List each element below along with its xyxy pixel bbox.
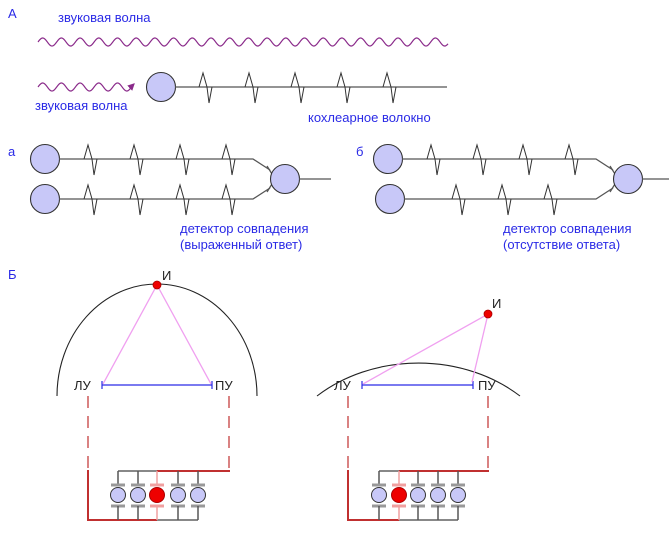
- left-ear-wire: [347, 470, 399, 521]
- panel-b-label: б: [356, 144, 363, 159]
- coincidence-detector: [269, 163, 301, 195]
- action-potential-spike: [564, 143, 579, 176]
- action-potential-spike: [497, 183, 512, 216]
- source-label: И: [162, 268, 171, 283]
- detector-label-b-2: (отсутствие ответа): [503, 237, 620, 252]
- spikes-bottom: [83, 183, 236, 216]
- coincidence-detector: [190, 487, 206, 503]
- scenario-right: И ЛУ ПУ: [316, 296, 521, 521]
- left-ear-wire: [87, 470, 157, 521]
- sound-wave-short: [37, 82, 135, 92]
- right-ear-wire: [399, 470, 489, 472]
- panel-b: б детектор совпадения (отсутствие ответа…: [356, 143, 669, 252]
- spikes-top: [426, 143, 579, 176]
- sound-paths: [362, 312, 489, 385]
- source-label: И: [492, 296, 501, 311]
- detector-label-a-2: (выраженный ответ): [180, 237, 302, 252]
- action-potential-spike: [221, 143, 236, 176]
- synapse-top: [609, 165, 616, 175]
- right-ear-wire: [157, 470, 230, 472]
- synapse-bottom: [609, 183, 616, 193]
- action-potential-spike: [83, 143, 98, 176]
- action-potential-spike: [543, 183, 558, 216]
- spikes-top: [83, 143, 236, 176]
- action-potential-spike: [244, 71, 259, 104]
- hair-cell-neuron: [145, 71, 177, 103]
- sound-wave-bottom-label: звуковая волна: [35, 98, 128, 113]
- input-neuron-top: [372, 143, 404, 175]
- input-neuron-top: [29, 143, 61, 175]
- action-potential-spike: [451, 183, 466, 216]
- sound-source-marker: [483, 309, 493, 319]
- action-potential-spike: [129, 143, 144, 176]
- sound-wave-long: [37, 37, 449, 47]
- action-potential-spike: [129, 183, 144, 216]
- synapse-top: [266, 165, 273, 175]
- sound-wave-top-label: звуковая волна: [58, 10, 151, 25]
- panel-A: А звуковая волна звуковая волна кохлеарн…: [8, 6, 449, 125]
- coincidence-detector: [410, 487, 426, 503]
- detector-array: [87, 470, 230, 521]
- action-potential-spike: [175, 183, 190, 216]
- axon-bottom: [59, 187, 271, 200]
- detector-label-b-1: детектор совпадения: [503, 221, 631, 236]
- head-arc: [316, 362, 521, 397]
- sound-paths: [102, 283, 212, 385]
- coincidence-detector: [170, 487, 186, 503]
- panel-a-label: а: [8, 144, 16, 159]
- coincidence-detector: [110, 487, 126, 503]
- action-potential-spike: [382, 71, 397, 104]
- detector-label-a-1: детектор совпадения: [180, 221, 308, 236]
- right-ear-label: ПУ: [478, 378, 496, 393]
- action-potential-spike: [518, 143, 533, 176]
- action-potential-spike: [472, 143, 487, 176]
- axon-top: [402, 158, 614, 171]
- input-neuron-bottom: [374, 183, 406, 215]
- active-coincidence-detector: [391, 487, 407, 503]
- coincidence-detector: [430, 487, 446, 503]
- detector-array: [347, 470, 489, 521]
- right-ear-label: ПУ: [215, 378, 233, 393]
- action-potential-spike: [290, 71, 305, 104]
- cochlear-spikes: [198, 71, 397, 104]
- synapse-bottom: [266, 183, 273, 193]
- spikes-bottom: [451, 183, 558, 216]
- action-potential-spike: [83, 183, 98, 216]
- action-potential-spike: [336, 71, 351, 104]
- panel-a: а детектор совпадения (выраженный ответ): [8, 143, 331, 252]
- panel-B-label: Б: [8, 267, 17, 282]
- scenario-left: И ЛУ ПУ: [56, 268, 258, 521]
- left-ear-label: ЛУ: [334, 378, 352, 393]
- sound-source-marker: [152, 280, 162, 290]
- axon-top: [59, 158, 271, 171]
- input-neuron-bottom: [29, 183, 61, 215]
- axon-bottom: [404, 187, 614, 200]
- active-coincidence-detector: [149, 487, 165, 503]
- coincidence-detector: [612, 163, 644, 195]
- action-potential-spike: [426, 143, 441, 176]
- left-ear-label: ЛУ: [74, 378, 92, 393]
- coincidence-detector: [130, 487, 146, 503]
- action-potential-spike: [198, 71, 213, 104]
- action-potential-spike: [175, 143, 190, 176]
- cochlear-fiber-label: кохлеарное волокно: [308, 110, 431, 125]
- panel-A-label: А: [8, 6, 17, 21]
- coincidence-detector: [371, 487, 387, 503]
- action-potential-spike: [221, 183, 236, 216]
- coincidence-detector: [450, 487, 466, 503]
